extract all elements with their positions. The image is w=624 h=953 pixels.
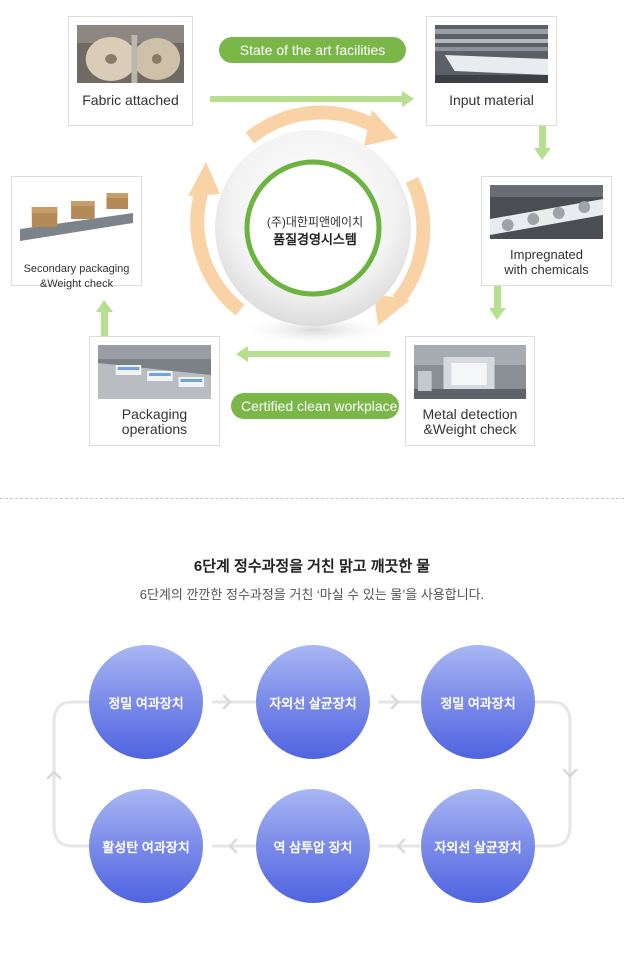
water-step-label: 역 삼투압 장치	[268, 837, 359, 856]
fabric-roll-machine-photo	[77, 25, 184, 83]
section-divider	[0, 498, 624, 499]
step-label-line1: Secondary packaging &Weight check	[14, 247, 139, 307]
arrow-left-bottom	[236, 346, 390, 362]
step-card-input-material: Input material	[426, 16, 557, 126]
center-company-name: (주)대한피앤에이치	[230, 213, 400, 230]
center-system-name: 품질경영시스템	[230, 229, 400, 248]
step-label: Impregnated with chemicals	[484, 247, 609, 277]
arrow-down-right	[534, 126, 551, 160]
arrow-right-top	[210, 91, 414, 107]
water-step-circle: 역 삼투압 장치	[256, 789, 370, 903]
state-of-the-art-pill: State of the art facilities	[219, 37, 406, 63]
step-card-metal-detection: Metal detection &Weight check	[405, 336, 535, 446]
step-label: Packaging operations	[92, 407, 217, 437]
water-step-circle: 정밀 여과장치	[89, 645, 203, 759]
water-section-subtitle: 6단계의 깐깐한 정수과정을 거친 ‘마실 수 있는 물’을 사용합니다.	[0, 584, 624, 603]
step-label: Secondary packaging &Weight check	[14, 262, 139, 292]
boxes-conveyor-photo	[20, 185, 133, 243]
step-label: Metal detection &Weight check	[408, 407, 532, 437]
water-step-label: 자외선 살균장치	[263, 693, 362, 712]
material-rollers-photo	[435, 25, 548, 83]
step-label: Input material	[429, 93, 554, 108]
step-card-secondary-packaging: Secondary packaging &Weight check	[11, 176, 142, 286]
step-card-fabric-attached: Fabric attached	[68, 16, 193, 126]
water-step-circle: 자외선 살균장치	[421, 789, 535, 903]
water-step-circle: 자외선 살균장치	[256, 645, 370, 759]
water-step-label: 활성탄 여과장치	[96, 837, 195, 856]
step-card-packaging: Packaging operations	[89, 336, 220, 446]
water-step-label: 정밀 여과장치	[434, 693, 521, 712]
packaging-line-photo	[98, 345, 211, 399]
certified-clean-pill: Certified clean workplace	[231, 393, 399, 419]
water-step-label: 자외선 살균장치	[428, 837, 527, 856]
step-card-impregnated: Impregnated with chemicals	[481, 176, 612, 286]
impregnation-machine-photo	[490, 185, 603, 239]
water-step-circle: 활성탄 여과장치	[89, 789, 203, 903]
water-step-label: 정밀 여과장치	[102, 693, 189, 712]
water-step-circle: 정밀 여과장치	[421, 645, 535, 759]
step-label: Fabric attached	[71, 93, 190, 108]
water-section-title: 6단계 정수과정을 거친 맑고 깨끗한 물	[0, 555, 624, 576]
arrow-down-right-2	[489, 286, 506, 320]
metal-detector-photo	[414, 345, 526, 399]
